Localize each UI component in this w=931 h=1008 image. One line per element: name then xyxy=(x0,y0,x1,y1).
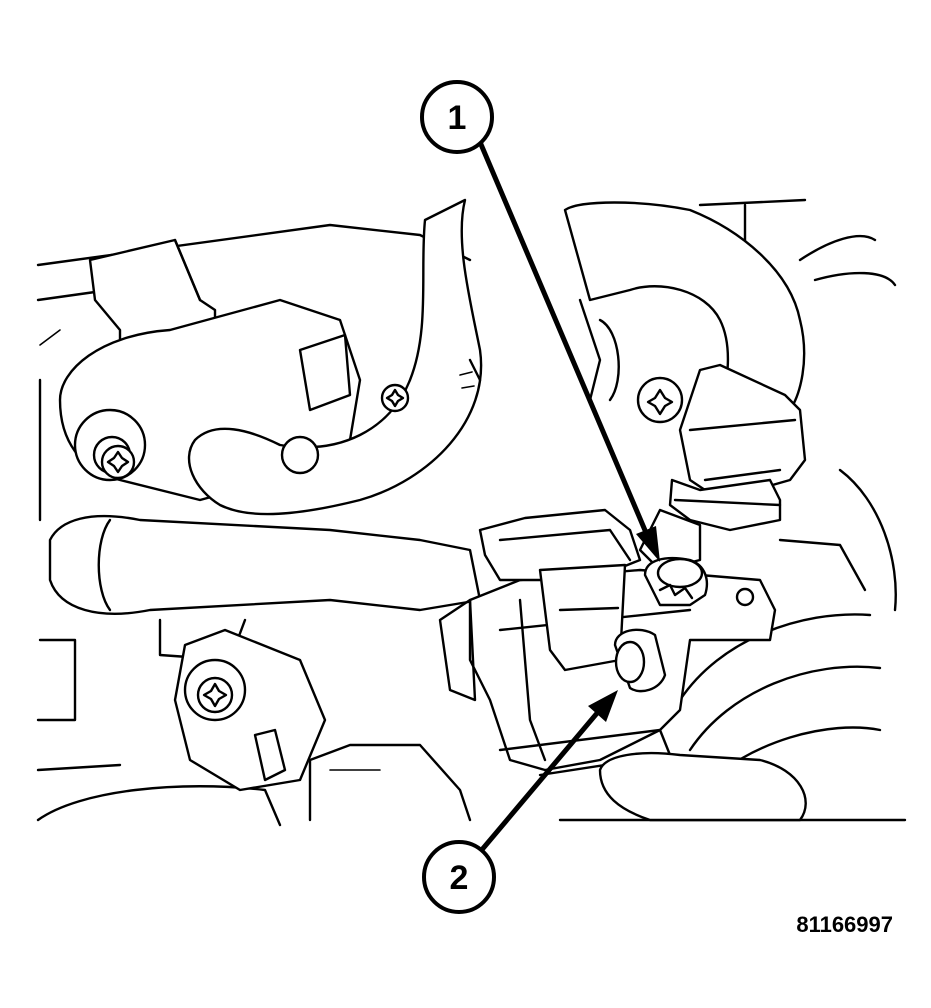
callout-2-number: 2 xyxy=(450,859,469,897)
callout-2: 2 xyxy=(422,690,618,914)
callout-1-leader xyxy=(477,141,650,536)
torx-bolt-icon xyxy=(196,676,234,714)
sensor-connector-icon xyxy=(438,508,807,822)
callout-2-leader xyxy=(478,710,600,854)
torx-bolt-icon xyxy=(100,444,136,480)
coolant-hose-icon xyxy=(187,198,483,516)
callout-1: 1 xyxy=(420,80,660,562)
callout-2-circle xyxy=(422,840,496,914)
torx-bolt-icon xyxy=(380,383,410,413)
torx-bolt-icon xyxy=(643,556,709,607)
figure-id-label: 81166997 xyxy=(796,912,893,937)
torx-bolt-icon xyxy=(636,376,684,424)
callout-1-number: 1 xyxy=(448,99,467,137)
callout-1-arrowhead xyxy=(636,526,660,562)
callout-2-arrowhead xyxy=(588,690,618,722)
right-hose-assembly xyxy=(563,201,807,572)
lower-left-bracket xyxy=(173,628,327,792)
callout-1-circle xyxy=(420,80,494,154)
middle-hose xyxy=(48,514,482,662)
